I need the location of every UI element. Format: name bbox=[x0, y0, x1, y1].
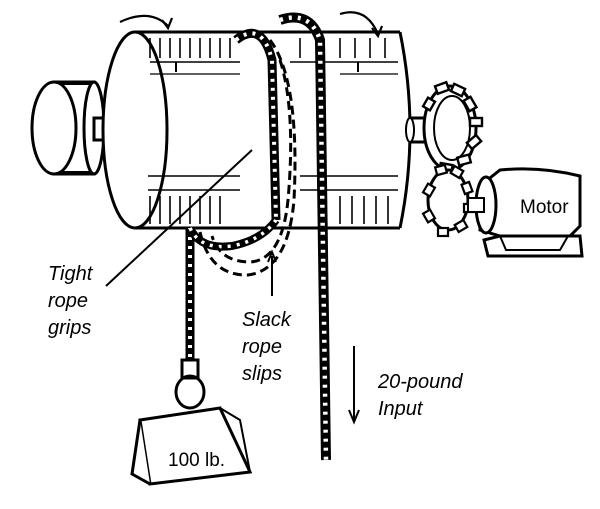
motor-label: Motor bbox=[520, 197, 569, 218]
slack-rope-label-1: Slack bbox=[242, 309, 292, 331]
hand-wheel bbox=[30, 80, 106, 176]
tight-rope-pointer bbox=[105, 149, 253, 287]
rotation-arrows bbox=[119, 11, 384, 39]
tight-rope-label-1: Tight bbox=[48, 263, 94, 285]
hook bbox=[174, 358, 206, 410]
slack-rope-label-3: slips bbox=[242, 363, 282, 385]
rope-input-strand bbox=[278, 12, 331, 461]
tight-rope-label-3: grips bbox=[48, 317, 91, 339]
input-label-1: 20-pound bbox=[377, 371, 463, 393]
capstan-drum bbox=[101, 30, 412, 230]
slack-rope-label-2: rope bbox=[242, 336, 282, 358]
weight: 100 lb. bbox=[130, 406, 253, 486]
slack-rope-arrowhead bbox=[267, 249, 277, 263]
input-label-2: Input bbox=[378, 398, 424, 420]
motor: Motor bbox=[467, 167, 584, 258]
rope-tight bbox=[185, 28, 281, 360]
input-arrow bbox=[348, 346, 360, 425]
tight-rope-label-2: rope bbox=[48, 290, 88, 312]
pointer-lines bbox=[105, 149, 277, 296]
rope-slack bbox=[198, 39, 297, 277]
small-gear bbox=[421, 163, 476, 238]
large-gear bbox=[421, 80, 484, 175]
weight-label: 100 lb. bbox=[168, 450, 225, 471]
